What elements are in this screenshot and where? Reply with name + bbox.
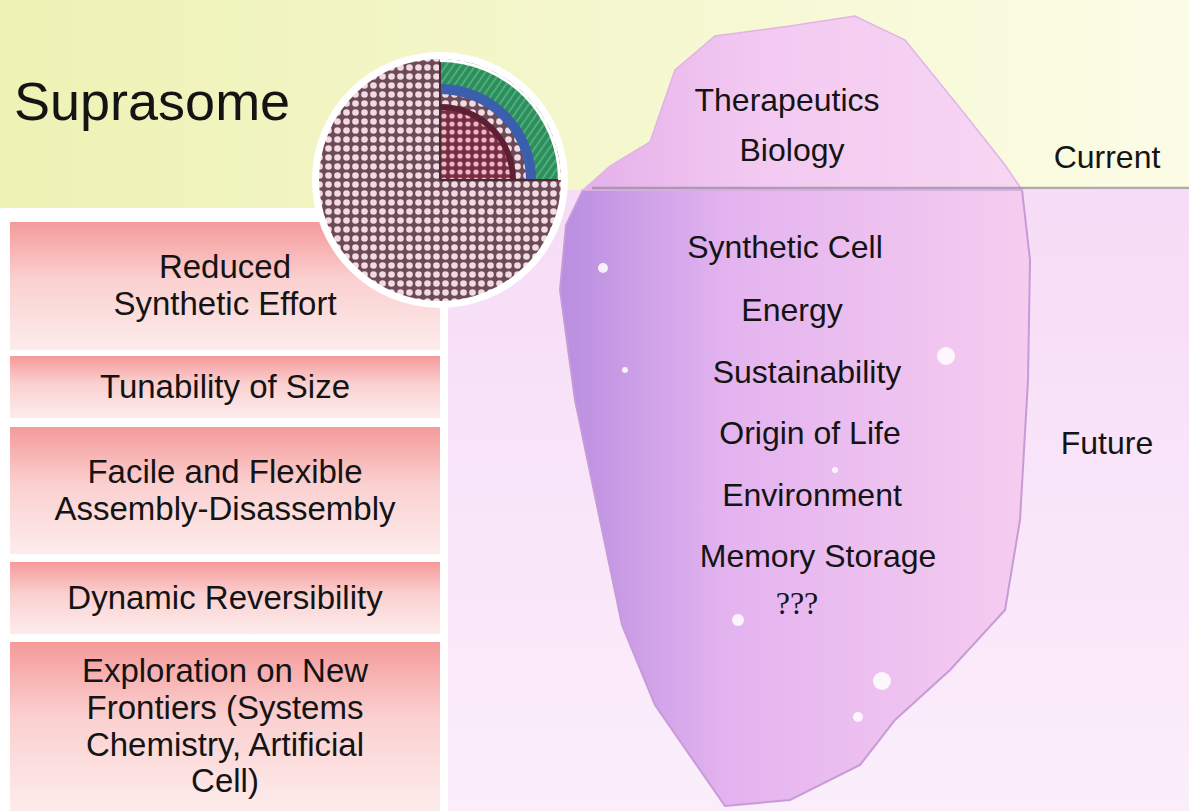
application-text: Biology xyxy=(740,132,845,169)
water-region xyxy=(448,190,1189,811)
iceberg: TherapeuticsBiologySynthetic CellEnergyS… xyxy=(545,10,1045,811)
application-text: Environment xyxy=(722,477,902,514)
application-text: Memory Storage xyxy=(700,538,937,575)
title: Suprasome xyxy=(14,70,290,132)
application-text: Energy xyxy=(741,292,842,329)
feature-box: Facile and Flexible Assembly-Disassembly xyxy=(10,427,440,554)
application-text: ??? xyxy=(776,585,819,622)
feature-text: Exploration on New Frontiers (Systems Ch… xyxy=(65,653,385,801)
sky-band xyxy=(0,0,1189,208)
application-text: Therapeutics xyxy=(695,82,880,119)
feature-text: Reduced Synthetic Effort xyxy=(105,249,345,323)
application-text: Synthetic Cell xyxy=(687,229,883,266)
application-text: Origin of Life xyxy=(719,415,900,452)
feature-box: Exploration on New Frontiers (Systems Ch… xyxy=(10,642,440,811)
stage-label: Future xyxy=(1061,425,1153,462)
feature-box: Dynamic Reversibility xyxy=(10,562,440,634)
feature-text: Facile and Flexible Assembly-Disassembly xyxy=(25,454,425,528)
feature-text: Dynamic Reversibility xyxy=(67,580,382,617)
application-text: Sustainability xyxy=(713,354,902,391)
feature-text: Tunability of Size xyxy=(100,369,350,406)
feature-box: Tunability of Size xyxy=(10,356,440,418)
stage-label: Current xyxy=(1054,139,1161,176)
iceberg-outline xyxy=(545,10,1045,811)
